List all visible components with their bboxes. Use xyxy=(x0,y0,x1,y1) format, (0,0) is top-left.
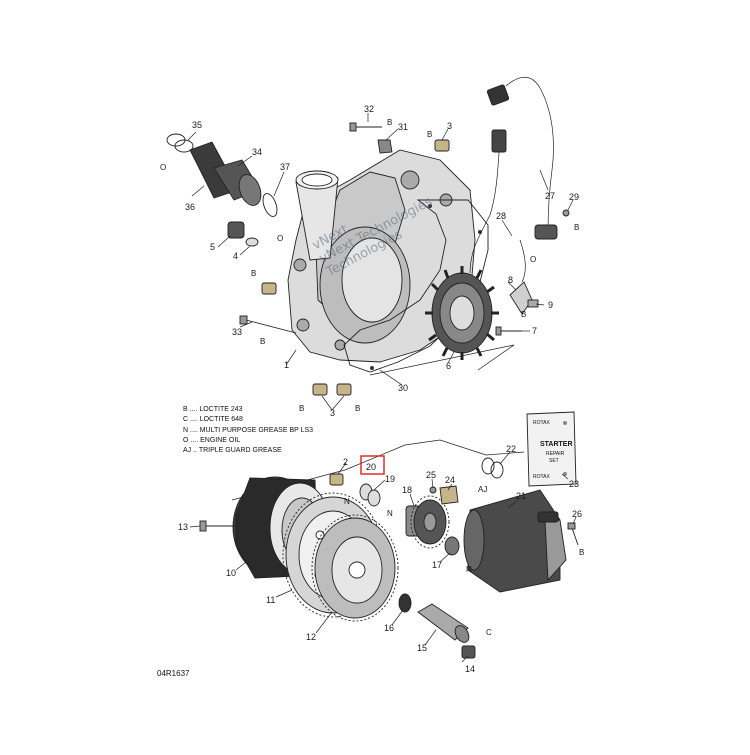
starter-motor xyxy=(463,489,567,593)
highlight-box xyxy=(360,455,385,475)
callout-6: 6 xyxy=(446,361,451,371)
symbol-n-19: N xyxy=(387,509,393,518)
symbol-n-2: N xyxy=(344,497,350,506)
starter-screw xyxy=(571,527,579,546)
symbol-b-8: B xyxy=(521,310,526,319)
legend-item-loctite-648: C .... LOCTITE 648 xyxy=(183,416,243,424)
callout-30: 30 xyxy=(398,383,408,393)
bearing-2 xyxy=(329,473,344,486)
symbol-n-17: N xyxy=(466,565,472,574)
callout-9: 9 xyxy=(548,300,553,310)
drive-gear xyxy=(405,485,459,549)
callout-37: 37 xyxy=(280,162,290,172)
oil-fitting xyxy=(166,133,278,217)
callout-5: 5 xyxy=(210,242,215,252)
symbol-b-5: B xyxy=(251,269,256,278)
callout-2: 2 xyxy=(343,457,348,467)
drain-plug xyxy=(227,221,245,239)
symbol-b-3a: B xyxy=(427,130,432,139)
legend-item-grease-ls3: N .... MULTI PURPOSE GREASE BP LS3 xyxy=(183,426,314,434)
lower-leaders xyxy=(189,451,577,663)
figure-id: 04R1637 xyxy=(157,669,190,678)
callout-8: 8 xyxy=(508,275,513,285)
stator-connector xyxy=(491,129,507,153)
callout-35: 35 xyxy=(192,120,202,130)
callout-20: 20 xyxy=(366,462,376,472)
symbol-b-3b2: B xyxy=(355,404,360,413)
symbol-aj-24: AJ xyxy=(478,485,487,494)
upper-leaders xyxy=(187,113,574,411)
callout-16: 16 xyxy=(384,623,394,633)
callout-31: 31 xyxy=(398,122,408,132)
callout-21: 21 xyxy=(516,491,526,501)
callout-12: 12 xyxy=(306,632,316,642)
symbol-oil-28: O xyxy=(530,255,536,264)
callout-34: 34 xyxy=(252,147,262,157)
spec-symbols: O B B B B O B B B O B N N AJ N B C xyxy=(160,118,584,637)
plug-washer xyxy=(245,237,259,247)
callout-32: 32 xyxy=(364,104,374,114)
o-ring-a xyxy=(481,457,495,475)
callout-7: 7 xyxy=(532,326,537,336)
symbol-b-26: B xyxy=(579,548,584,557)
card-brand: ROTAX xyxy=(533,420,551,426)
stator xyxy=(425,266,499,360)
legend-item-triple-guard: AJ .. TRIPLE GUARD GREASE xyxy=(183,447,282,455)
callout-4: 4 xyxy=(233,251,238,261)
callout-14: 14 xyxy=(465,664,475,674)
legend-item-loctite-243: B .... LOCTITE 243 xyxy=(183,406,243,413)
starter-shaft xyxy=(398,593,476,659)
callout-33: 33 xyxy=(232,327,242,337)
starter-gear xyxy=(311,514,399,622)
position-sensor xyxy=(486,76,558,240)
o-ring-b xyxy=(490,461,504,479)
callout-labels: 1 2 3 3 4 5 6 7 8 9 10 11 12 13 14 15 16… xyxy=(178,104,582,674)
legend-item-engine-oil: O .... ENGINE OIL xyxy=(183,436,241,444)
callout-24: 24 xyxy=(445,475,455,485)
callout-15: 15 xyxy=(417,643,427,653)
callout-3a: 3 xyxy=(447,121,452,131)
callout-25: 25 xyxy=(426,470,436,480)
symbol-oil-35: O xyxy=(160,163,166,172)
card-line2: REPAIR xyxy=(546,451,565,457)
symbol-b-29: B xyxy=(574,223,579,232)
symbol-b-3b1: B xyxy=(299,404,304,413)
symbol-b-31: B xyxy=(387,118,392,127)
bearing-17 xyxy=(444,536,460,556)
legend: B .... LOCTITE 243 C .... LOCTITE 648 N … xyxy=(183,405,333,456)
card-brand-bottom: ROTAX xyxy=(533,474,551,480)
callout-29: 29 xyxy=(569,192,579,202)
callout-36: 36 xyxy=(185,202,195,212)
upper-fasteners xyxy=(239,122,570,396)
callout-18: 18 xyxy=(402,485,412,495)
callout-13: 13 xyxy=(178,522,188,532)
callout-17: 17 xyxy=(432,560,442,570)
callout-10: 10 xyxy=(226,568,236,578)
callout-27: 27 xyxy=(545,191,555,201)
starter-repair-card: ROTAX STARTER REPAIR SET ROTAX xyxy=(526,411,577,487)
washer-19 xyxy=(367,489,381,507)
callout-22: 22 xyxy=(506,444,516,454)
callout-11: 11 xyxy=(266,595,275,605)
card-line3: SET xyxy=(549,458,559,464)
callout-19: 19 xyxy=(385,474,395,484)
card-title: STARTER xyxy=(540,441,573,448)
symbol-oil-4: O xyxy=(277,234,283,243)
callout-26: 26 xyxy=(572,509,582,519)
symbol-b-33: B xyxy=(260,337,265,346)
callout-3b: 3 xyxy=(330,408,335,418)
callout-23: 23 xyxy=(569,479,579,489)
callout-28: 28 xyxy=(496,211,506,221)
symbol-c-14: C xyxy=(486,628,492,637)
callout-1: 1 xyxy=(284,360,289,370)
filler-tube xyxy=(295,170,339,261)
